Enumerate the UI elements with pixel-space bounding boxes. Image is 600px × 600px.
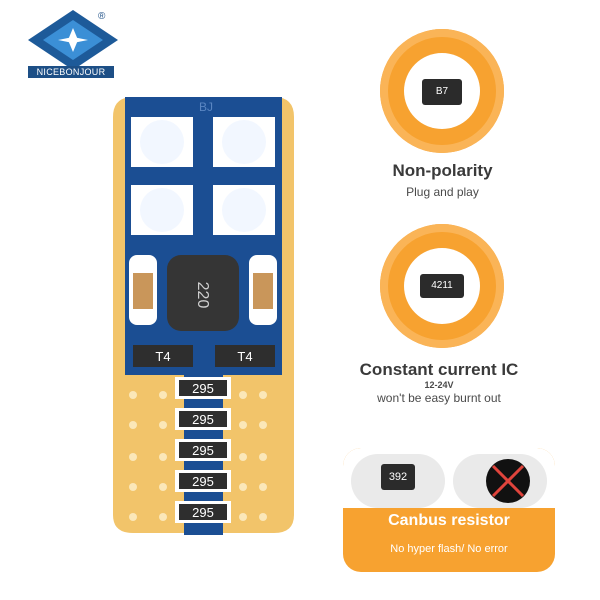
canbus-subtitle: No hyper flash/ No error bbox=[390, 543, 508, 555]
resistor-label: 295 bbox=[192, 412, 214, 427]
voltage-range: 12-24V bbox=[424, 380, 454, 390]
brand-logo bbox=[28, 10, 118, 70]
brand-name: NICEBONJOUR bbox=[28, 66, 114, 78]
resistor-label: 295 bbox=[192, 505, 214, 520]
resistor-label: 295 bbox=[192, 381, 214, 396]
canbus-card: 392 Canbus resistor No hyper flash/ No e… bbox=[343, 448, 555, 572]
resistor-label: 295 bbox=[192, 443, 214, 458]
registered-mark: ® bbox=[98, 11, 106, 22]
canbus-title: Canbus resistor bbox=[388, 512, 510, 529]
feature-subtitle: won't be easy burnt out bbox=[377, 391, 501, 405]
no-flash-icon bbox=[486, 459, 530, 503]
resistor-chip: 392 bbox=[381, 464, 415, 490]
inductor-label: 220 bbox=[194, 282, 211, 309]
feature-title: Non-polarity bbox=[392, 161, 493, 180]
chip-b7: B7 bbox=[422, 79, 462, 105]
led-board: 220 BJ T4 T4 295 295 295 295 295 bbox=[113, 97, 294, 535]
feature-subtitle: Plug and play bbox=[406, 185, 479, 199]
transistor-label: T4 bbox=[155, 349, 170, 364]
resistor-label: 295 bbox=[192, 474, 214, 489]
board-marking: BJ bbox=[199, 100, 213, 114]
chip-4211: 4211 bbox=[420, 274, 464, 298]
transistor-label: T4 bbox=[237, 349, 252, 364]
feature-title: Constant current IC bbox=[359, 360, 519, 379]
